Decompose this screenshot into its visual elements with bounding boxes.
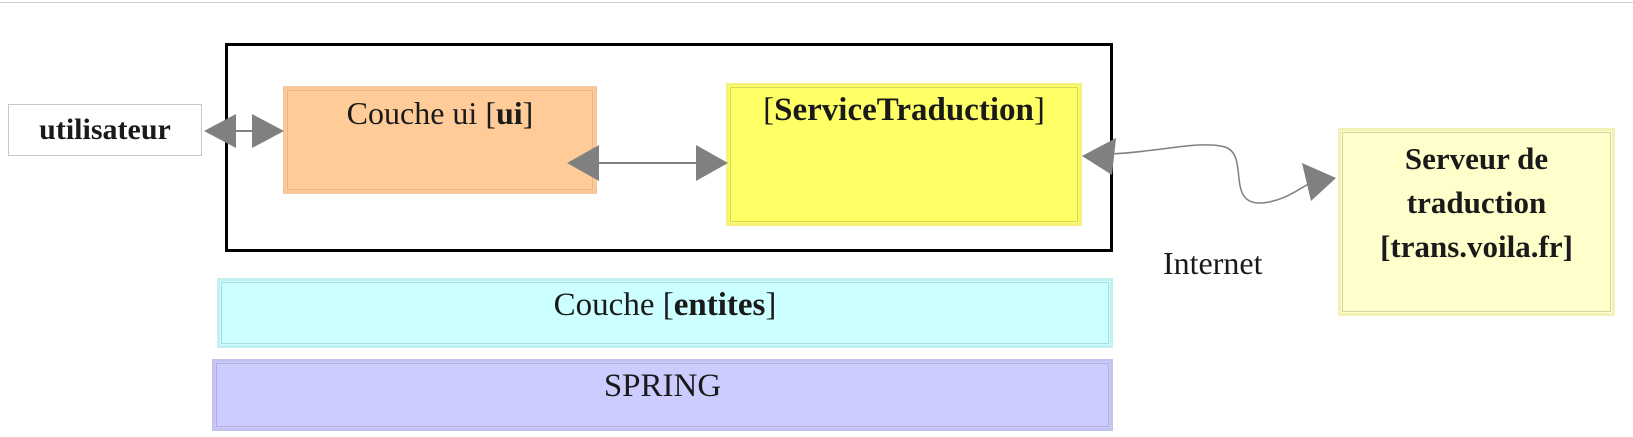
server-line-2: traduction [1406,185,1547,220]
entites-prefix: Couche [ [553,287,674,323]
server-line-3: [trans.voila.fr] [1380,229,1573,264]
spring-label: SPRING [603,368,722,404]
service-bold: ServiceTraduction [774,92,1034,128]
ui-layer-prefix: Couche ui [ [346,95,496,131]
service-traduction-box: [ServiceTraduction] [726,83,1082,226]
translation-server-box: Serveur de traduction [trans.voila.fr] [1338,128,1615,316]
ui-layer-bold: ui [495,95,523,131]
service-suffix: ] [1033,92,1045,128]
entites-suffix: ] [765,287,777,323]
spring-layer-box: SPRING [212,359,1113,431]
internet-label: Internet [1163,245,1263,281]
service-prefix: [ [763,92,775,128]
service-server-arrow [1082,138,1336,204]
top-divider [0,2,1633,3]
ui-layer-suffix: ] [522,95,534,131]
ui-layer-box: Couche ui [ui] [283,86,597,194]
arrowhead-right-icon [1302,163,1336,201]
user-label: utilisateur [39,113,171,146]
entites-layer-box: Couche [entites] [217,278,1113,348]
user-box: utilisateur [8,104,202,156]
server-line-1: Serveur de [1404,141,1549,176]
entites-bold: entites [673,287,766,323]
